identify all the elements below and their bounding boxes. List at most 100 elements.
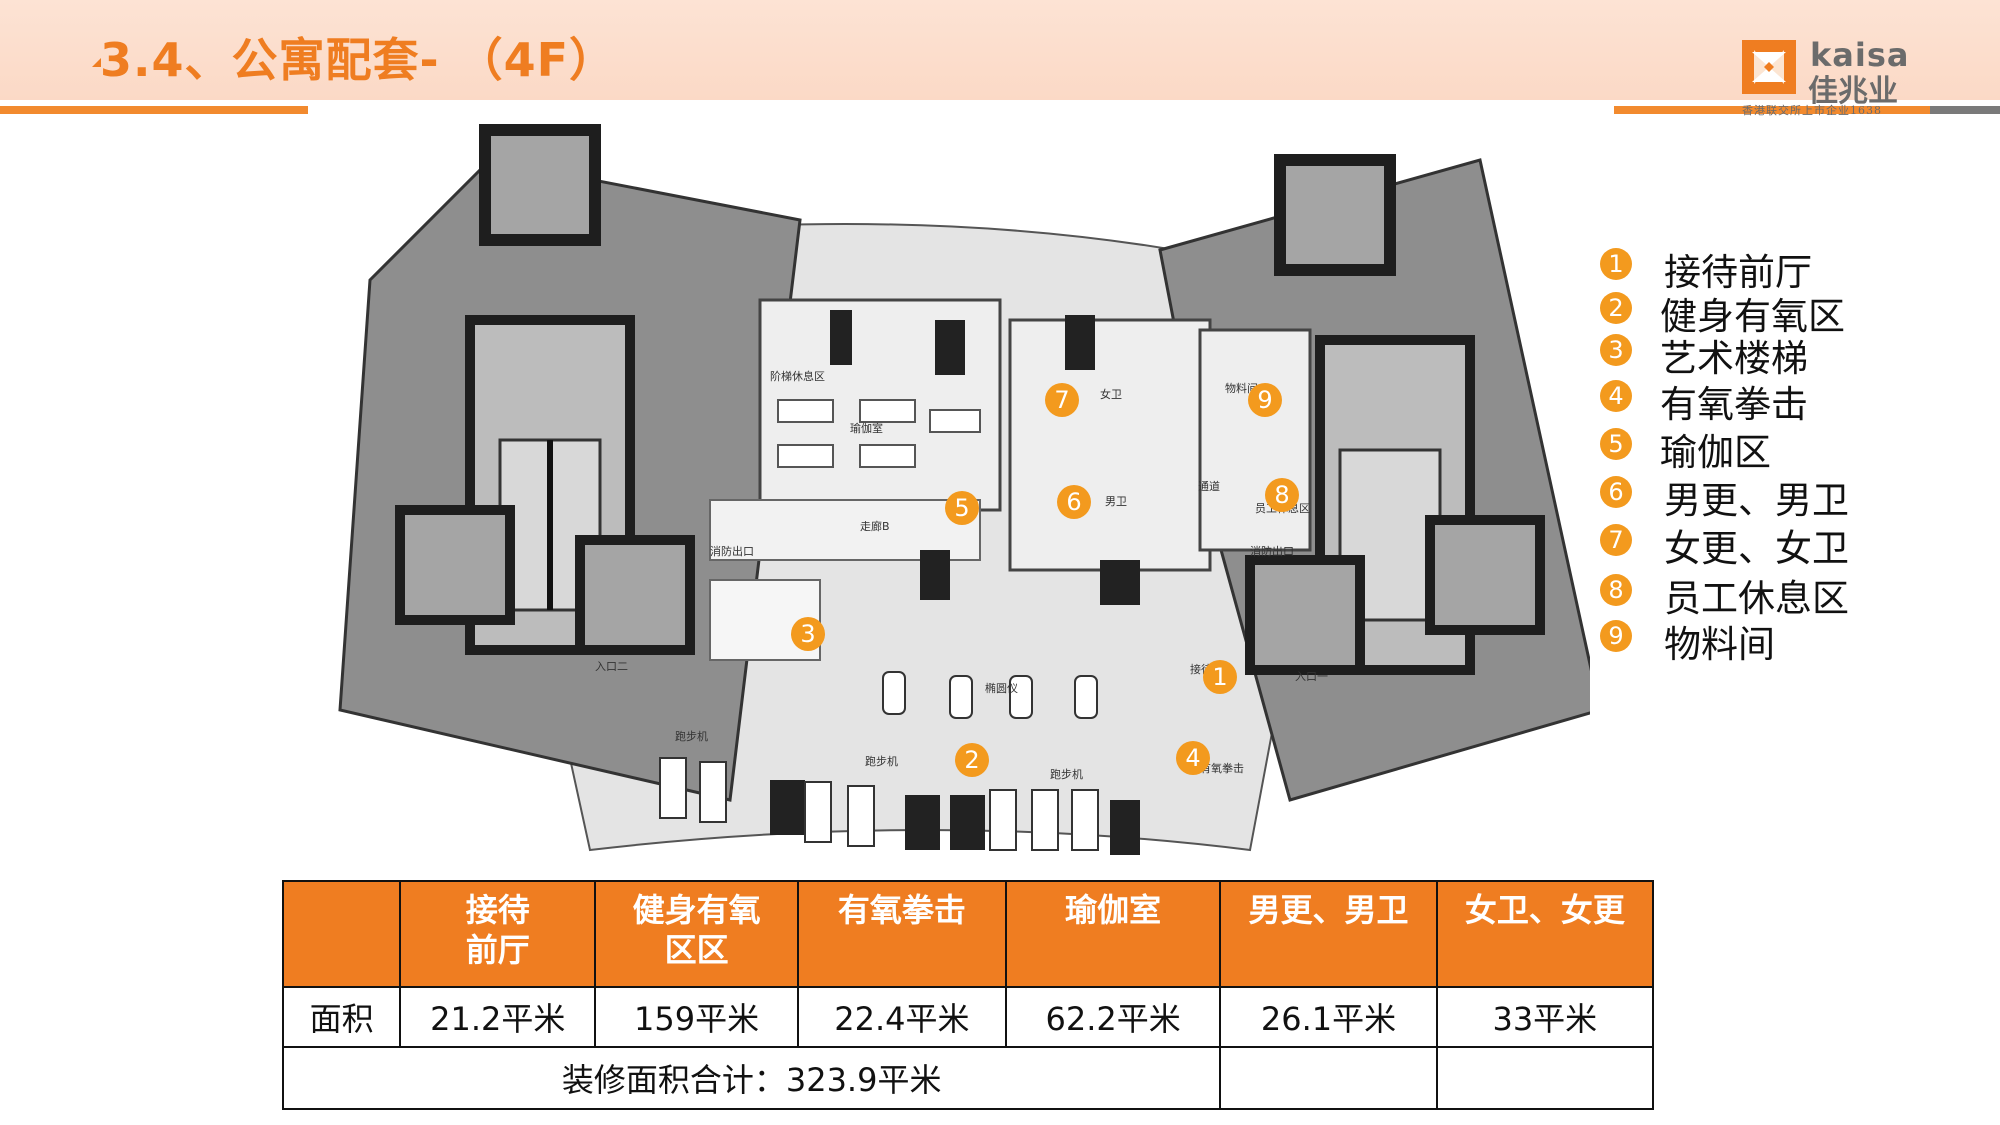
plan-room-label: 阶梯休息区: [770, 369, 825, 383]
legend-number-badge: 4: [1600, 380, 1632, 412]
plan-ellipticals: [882, 671, 1098, 719]
table-cell: 21.2平米: [399, 986, 597, 1048]
legend-label: 接待前厅: [1664, 251, 1812, 294]
table-total-row: 装修面积合计：323.9平米: [281, 1046, 1655, 1110]
plan-marker-circle: [1265, 478, 1299, 512]
plan-washroom-block: [1008, 318, 1212, 572]
plan-marker-circle: [1248, 383, 1282, 417]
plan-right-shaft-top: [1274, 154, 1396, 276]
plan-marker-circle: [945, 491, 979, 525]
table-header-cell: 男更、男卫: [1219, 880, 1438, 988]
legend-number-badge: 3: [1600, 334, 1632, 366]
plan-room-label: 跑步机: [865, 754, 898, 768]
plan-marker-number: 1: [1212, 663, 1227, 691]
table-empty-cell: [1435, 1046, 1655, 1110]
table-cell: 26.1平米: [1219, 986, 1438, 1048]
plan-marker-1: 1: [1203, 660, 1237, 694]
plan-room-label: 椭圆仪: [985, 681, 1018, 695]
plan-right-lift-b: [1425, 515, 1545, 635]
plan-column: [920, 550, 950, 600]
company-logo: kaisa 佳兆业 香港联交所上市企业1638: [1742, 36, 1908, 118]
legend-label: 艺术楼梯: [1660, 337, 1808, 380]
logo-brand-cn: 佳兆业: [1808, 74, 1898, 109]
plan-marker-4: 4: [1176, 741, 1210, 775]
plan-marker-circle: [1057, 485, 1091, 519]
legend-number-badge: 9: [1600, 620, 1632, 652]
plan-room-label: 物料间: [1225, 381, 1258, 395]
plan-room-label: 消防出口: [1250, 544, 1294, 558]
table-total-cell: 装修面积合计：323.9平米: [281, 1046, 1222, 1110]
legend-label: 瑜伽区: [1660, 431, 1771, 474]
table-header-cell: 接待 前厅: [399, 880, 597, 988]
plan-marker-number: 7: [1054, 386, 1069, 414]
table-cell: 159平米: [594, 986, 799, 1048]
plan-marker-circle: [1045, 383, 1079, 417]
table-cell: 33平米: [1435, 986, 1655, 1048]
legend-label: 健身有氧区: [1660, 295, 1845, 338]
table-header-cell: 瑜伽室: [1005, 880, 1222, 988]
plan-right-lift-a: [1245, 555, 1365, 675]
plan-room-label: 跑步机: [675, 729, 708, 743]
plan-column: [1065, 315, 1095, 370]
plan-column: [950, 795, 985, 850]
page-title: 3.4、公寓配套- （4F）: [100, 33, 617, 87]
legend-label: 物料间: [1664, 623, 1775, 666]
title-bullet-icon: [92, 58, 101, 67]
legend-label: 女更、女卫: [1664, 527, 1849, 570]
plan-room-label: 有氧拳击: [1200, 761, 1244, 775]
legend-label: 男更、男卫: [1664, 479, 1849, 522]
header-divider-left: [0, 106, 308, 114]
table-row-label: 面积: [281, 986, 402, 1048]
plan-room-labels: 阶梯休息区瑜伽室走廊B消防出口入口二跑步机跑步机椭圆仪跑步机女卫男卫通道接待前台…: [595, 369, 1328, 781]
plan-marker-number: 4: [1185, 744, 1200, 772]
table-cell: 62.2平米: [1005, 986, 1222, 1048]
plan-room-label: 女卫: [1100, 387, 1122, 401]
legend-label: 有氧拳击: [1660, 383, 1808, 426]
area-table: 接待 前厅 健身有氧 区区 有氧拳击 瑜伽室 男更、男卫 女卫、女更 面积 21…: [281, 880, 1655, 1110]
plan-room-label: 通道: [1198, 479, 1220, 493]
header-divider-accent: [1930, 106, 2000, 114]
plan-room-label: 瑜伽室: [850, 421, 883, 435]
plan-marker-6: 6: [1057, 485, 1091, 519]
table-empty-cell: [1219, 1046, 1438, 1110]
plan-column: [830, 310, 852, 365]
plan-marker-circle: [791, 617, 825, 651]
plan-marker-2: 2: [955, 743, 989, 777]
plan-markers: 1 2 3 4 5 6 7 8 9: [791, 383, 1299, 777]
plan-marker-7: 7: [1045, 383, 1079, 417]
plan-room-label: 走廊B: [860, 519, 890, 533]
legend-number-badge: 7: [1600, 524, 1632, 556]
table-header-cell: [281, 880, 402, 988]
legend-number-badge: 2: [1600, 292, 1632, 324]
plan-marker-number: 3: [800, 620, 815, 648]
table-header-cell: 健身有氧 区区: [594, 880, 799, 988]
legend-number-badge: 6: [1600, 476, 1632, 508]
plan-marker-number: 8: [1274, 481, 1289, 509]
table-header-cell: 有氧拳击: [796, 880, 1008, 988]
floor-plan: 阶梯休息区瑜伽室走廊B消防出口入口二跑步机跑步机椭圆仪跑步机女卫男卫通道接待前台…: [330, 110, 1602, 870]
plan-treadmills: [659, 757, 1099, 851]
plan-room-label: 入口二: [595, 660, 628, 673]
plan-marker-8: 8: [1265, 478, 1299, 512]
table-row: 面积 21.2平米 159平米 22.4平米 62.2平米 26.1平米 33平…: [281, 986, 1655, 1048]
floor-plan-drawing: 阶梯休息区瑜伽室走廊B消防出口入口二跑步机跑步机椭圆仪跑步机女卫男卫通道接待前台…: [338, 124, 1602, 855]
plan-left-shaft-top: [479, 124, 601, 246]
plan-column: [1110, 800, 1140, 855]
plan-marker-5: 5: [945, 491, 979, 525]
plan-left-lift-b: [575, 535, 695, 655]
logo-brand-en: kaisa: [1810, 36, 1910, 74]
plan-marker-circle: [1203, 660, 1237, 694]
plan-marker-number: 6: [1066, 488, 1081, 516]
plan-room-label: 入口一: [1295, 670, 1328, 683]
table-header-cell: 女卫、女更: [1435, 880, 1655, 988]
plan-left-lift-a: [395, 505, 515, 625]
plan-column: [1100, 560, 1140, 605]
plan-marker-3: 3: [791, 617, 825, 651]
plan-marker-number: 5: [954, 494, 969, 522]
table-header-row: 接待 前厅 健身有氧 区区 有氧拳击 瑜伽室 男更、男卫 女卫、女更: [281, 880, 1655, 988]
plan-marker-9: 9: [1248, 383, 1282, 417]
plan-yoga-mats: [777, 399, 981, 468]
plan-marker-number: 9: [1257, 386, 1272, 414]
plan-room-label: 消防出口: [710, 544, 754, 558]
table-cell: 22.4平米: [796, 986, 1008, 1048]
